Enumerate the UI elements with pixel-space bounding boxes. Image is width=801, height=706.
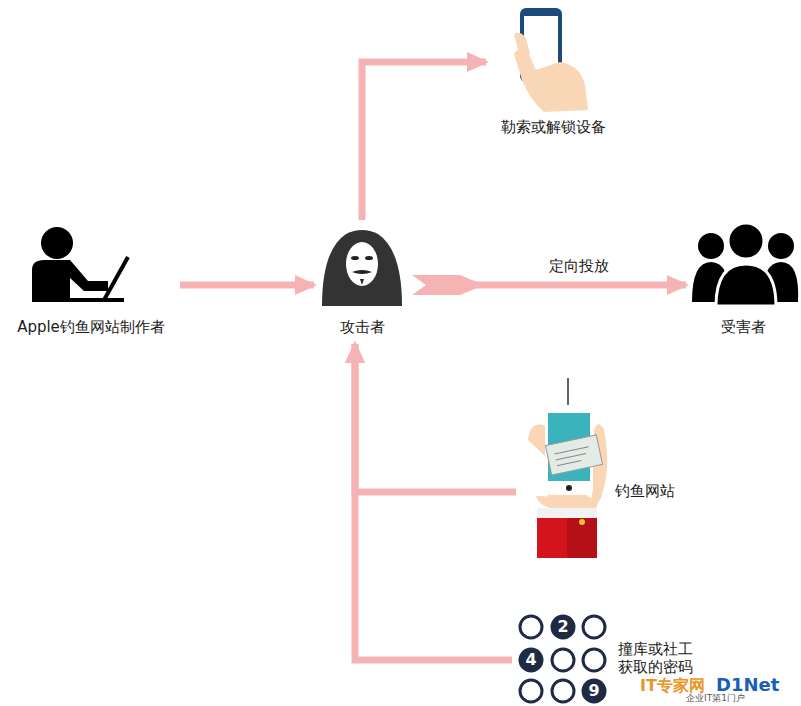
node-label: Apple钓鱼网站制作者 — [4, 318, 178, 336]
node-label: 攻击者 — [316, 318, 408, 336]
phishing-icon — [528, 378, 607, 558]
victims-icon — [692, 223, 798, 306]
keypad-digit: 4 — [520, 650, 542, 670]
flow-arrow-group — [362, 62, 486, 220]
attacker-icon — [322, 230, 402, 306]
watermark: IT专家网 — [640, 677, 705, 695]
flow-arrow-group — [180, 285, 314, 286]
flow-arrow — [362, 62, 486, 220]
watermark: D1Net — [716, 675, 779, 695]
keypad-digit: 9 — [583, 681, 605, 701]
maker-icon — [32, 227, 128, 302]
actor-node: 攻击者 — [316, 222, 408, 340]
flow-arrow — [355, 344, 512, 660]
flow-arrow-group — [355, 344, 516, 492]
keypad-icon — [520, 616, 605, 702]
flow-arrow-group — [355, 344, 512, 660]
node-label: 钓鱼网站 — [615, 482, 675, 500]
node-label: 受害者 — [688, 318, 798, 336]
actor-node: 勒索或解锁设备 — [488, 4, 618, 140]
flow-arrow — [180, 282, 314, 289]
actor-node: Apple钓鱼网站制作者 — [4, 222, 178, 340]
node-label: 撞库或社工 获取的密码 — [618, 640, 700, 676]
flow-arrow — [472, 282, 686, 289]
phone-icon — [514, 8, 588, 112]
keypad-digit: 2 — [552, 617, 574, 637]
edge-label: 定向投放 — [549, 257, 609, 275]
actor-node: 受害者 — [688, 222, 798, 340]
node-label: 勒索或解锁设备 — [488, 118, 618, 136]
flow-arrow — [355, 344, 516, 492]
flow-arrow-group — [412, 275, 686, 295]
actor-node: 钓鱼网站 — [518, 376, 692, 562]
watermark: 企业IT第1门户 — [686, 694, 745, 704]
